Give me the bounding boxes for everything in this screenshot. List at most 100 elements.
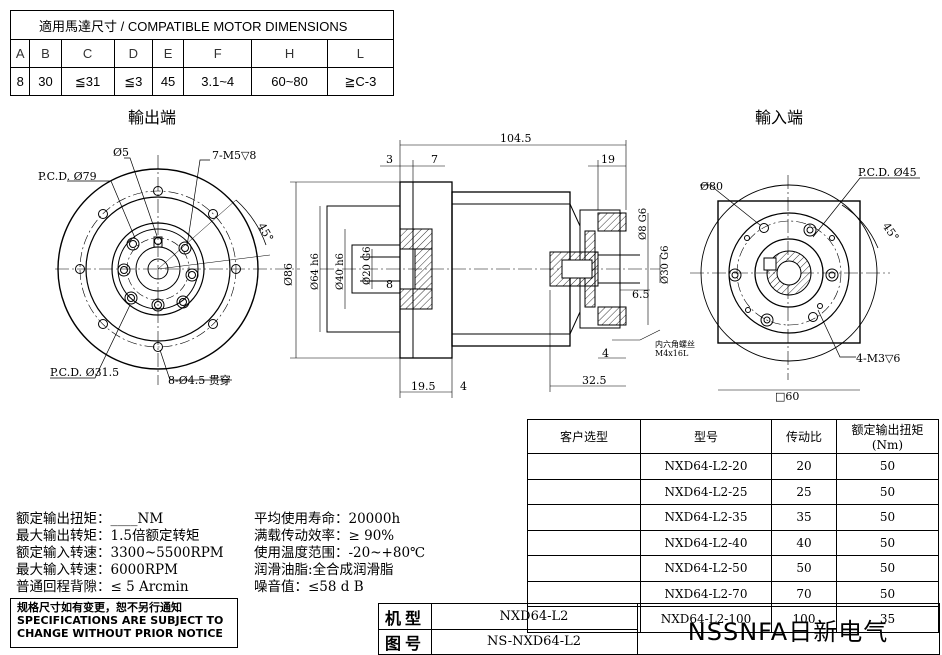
input-end-view xyxy=(690,175,920,391)
table-cell: 35 xyxy=(836,606,939,633)
spec-value: ____NM xyxy=(110,511,164,527)
spec-value: 20000h xyxy=(348,511,401,527)
output-angle-label: 45° xyxy=(255,221,276,244)
dim-30g6-label: Ø30 G6 xyxy=(660,246,671,284)
table-cell: 50 xyxy=(836,504,939,531)
flange-outer-circle xyxy=(57,168,259,370)
model-table-header: 传动比 xyxy=(771,419,837,454)
motor-dimensions-table: 適用馬達尺寸 / COMPATIBLE MOTOR DIMENSIONS A B… xyxy=(9,10,395,96)
spec-value: ≤ 5 Arcmin xyxy=(110,579,189,595)
table-cell: 50 xyxy=(836,529,939,556)
m5-tapped-holes xyxy=(117,237,199,312)
pcd315-label: P.C.D. Ø31.5 xyxy=(50,366,119,379)
spec-label: 满载传动效率： xyxy=(254,528,349,544)
drawing-number-value: NS-NXD64-L2 xyxy=(486,634,582,649)
dims-value: 30 xyxy=(29,67,62,96)
model-value: NXD64-L2 xyxy=(499,609,569,624)
table-cell xyxy=(527,529,641,556)
notice-line: CHANGE WITHOUT PRIOR NOTICE xyxy=(17,627,223,640)
spec-value: 1.5倍额定转矩 xyxy=(110,528,200,544)
dims-value: ≦31 xyxy=(60,67,115,96)
notice-line: 规格尺寸如有变更，恕不另行通知 xyxy=(17,601,182,614)
spec-label: 额定输入转速： xyxy=(16,545,111,561)
dims-header: E xyxy=(152,39,185,68)
spec-label: 最大输出转矩： xyxy=(16,528,111,544)
spec-value: 6000RPM xyxy=(110,562,178,578)
table-cell: 50 xyxy=(836,555,939,582)
output-end-view xyxy=(50,155,300,385)
table-cell: NXD64-L2-70 xyxy=(640,580,772,607)
m3-label: 4-M3▽6 xyxy=(856,352,900,365)
table-cell: 35 xyxy=(771,504,837,531)
table-cell xyxy=(527,504,641,531)
table-cell xyxy=(527,580,641,607)
specs-right: 平均使用寿命：20000h 满载传动效率：≥ 90% 使用温度范围：-20~+8… xyxy=(254,511,425,596)
title-block: 机型 NXD64-L2 图号 NS-NXD64-L2 NSSNFA日新电气 xyxy=(378,603,940,655)
table-cell: 20 xyxy=(771,453,837,480)
dim-8g6-label: Ø8 G6 xyxy=(638,208,649,240)
table-cell xyxy=(527,606,641,633)
dim-19-5-label: 19.5 xyxy=(411,380,436,393)
spec-label: 润滑油脂: xyxy=(254,562,313,578)
table-cell xyxy=(527,555,641,582)
dim-3-label: 3 xyxy=(386,153,393,166)
brand-name: NSSNFA日新电气 xyxy=(687,617,889,646)
table-cell: NXD64-L2-25 xyxy=(640,478,772,505)
spec-value: 全合成润滑脂 xyxy=(312,562,394,578)
table-cell: NXD64-L2-100 xyxy=(640,606,772,633)
dims-value: ≦3 xyxy=(113,67,154,96)
spec-label: 最大输入转速： xyxy=(16,562,111,578)
table-cell: NXD64-L2-40 xyxy=(640,529,772,556)
dim-32-5-label: 32.5 xyxy=(582,374,607,387)
spec-label: 使用温度范围： xyxy=(254,545,349,561)
table-cell: 50 xyxy=(771,555,837,582)
spec-value: ≥ 90% xyxy=(348,528,395,544)
dim-6-5-label: 6.5 xyxy=(632,288,650,301)
technical-drawing: P.C.D. Ø79 Ø5 7-M5▽8 45° P.C.D. Ø31.5 8-… xyxy=(38,132,920,403)
spec-value: -20~+80℃ xyxy=(348,545,426,561)
dim-8-label: 8 xyxy=(386,278,393,291)
spec-label: 额定输出扭矩： xyxy=(16,511,111,527)
table-cell: 50 xyxy=(836,453,939,480)
dims-value: 45 xyxy=(152,67,185,96)
model-table-header: 额定输出扭矩 (Nm) xyxy=(836,419,939,454)
model-table-header: 客户选型 xyxy=(527,419,641,454)
model-label: 机型 xyxy=(384,608,425,628)
total-length-label: 104.5 xyxy=(500,132,532,145)
square60-label: □60 xyxy=(775,390,799,403)
spec-value: 3300~5500RPM xyxy=(110,545,224,561)
spec-label: 噪音值 xyxy=(254,579,295,595)
dims-value: ≧C-3 xyxy=(326,67,395,96)
dim-20-label: Ø20 G6 xyxy=(362,247,373,285)
d5-label: Ø5 xyxy=(113,146,129,159)
model-table-header: 型号 xyxy=(640,419,772,454)
table-cell: NXD64-L2-20 xyxy=(640,453,772,480)
dim-40-label: Ø40 h6 xyxy=(335,253,346,290)
through-holes xyxy=(75,186,241,352)
table-cell: NXD64-L2-50 xyxy=(640,555,772,582)
input-angle-label: 45° xyxy=(880,220,902,243)
spec-value: ：≤58 d B xyxy=(294,579,364,595)
dim-7-label: 7 xyxy=(431,153,438,166)
d80-label: Ø80 xyxy=(700,180,723,193)
notice-line: SPECIFICATIONS ARE SUBJECT TO xyxy=(17,614,224,627)
dim-4a-label: 4 xyxy=(602,347,609,360)
table-cell xyxy=(527,478,641,505)
dims-header: D xyxy=(113,39,154,68)
table-cell: NXD64-L2-35 xyxy=(640,504,772,531)
specs-left: 额定输出扭矩：____NM 最大输出转矩：1.5倍额定转矩 额定输入转速：330… xyxy=(16,511,224,596)
pcd79-label: P.C.D. Ø79 xyxy=(38,170,97,183)
side-section-view xyxy=(290,140,661,398)
table-cell: 25 xyxy=(771,478,837,505)
table-cell xyxy=(527,453,641,480)
m5-label: 7-M5▽8 xyxy=(212,149,256,162)
output-end-title: 輸出端 xyxy=(128,108,177,127)
spec-label: 普通回程背隙： xyxy=(16,579,111,595)
holes-label: 8-Ø4.5 贯穿 xyxy=(168,373,231,387)
dim-64-label: Ø64 h6 xyxy=(310,253,321,290)
